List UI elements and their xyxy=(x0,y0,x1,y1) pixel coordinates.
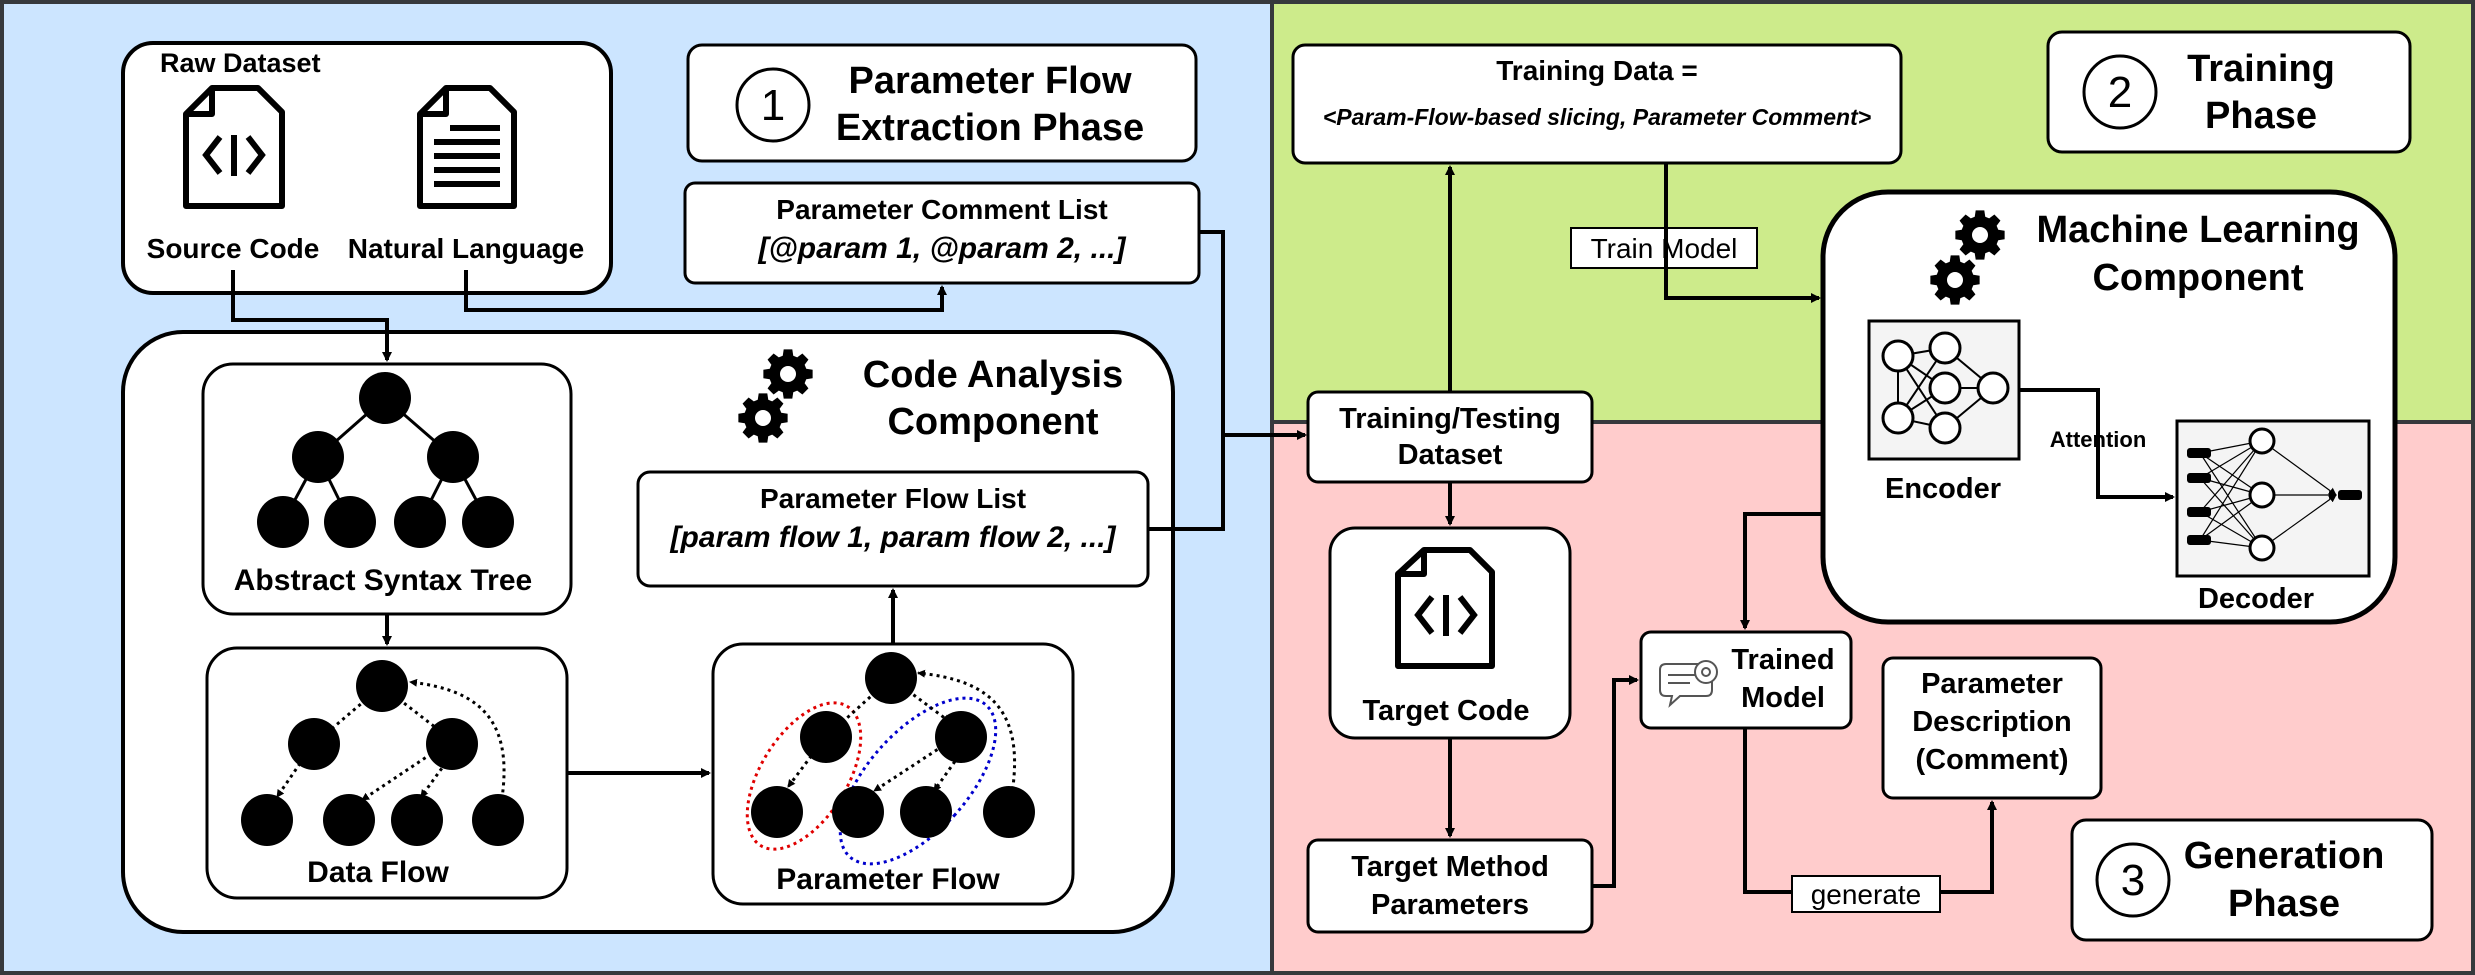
phase3-title-line2: Phase xyxy=(2228,883,2340,925)
phase2-title-box: 2 Training Phase xyxy=(2046,30,2412,154)
data-flow-label: Data Flow xyxy=(307,856,449,889)
phase2-number: 2 xyxy=(2108,68,2132,117)
target-method-line1: Target Method xyxy=(1351,851,1549,883)
phase2-connectors xyxy=(1445,163,2175,502)
natural-language-label: Natural Language xyxy=(348,233,584,264)
phase1-connectors xyxy=(231,230,1307,778)
generate-label-box: generate xyxy=(1791,875,1941,913)
target-code-box: Target Code xyxy=(1328,526,1572,740)
parameter-description-box: Parameter Description (Comment) xyxy=(1881,656,2103,800)
param-desc-line1: Parameter xyxy=(1921,668,2063,700)
training-testing-dataset-box: Training/Testing Dataset xyxy=(1306,390,1594,484)
parameter-comment-list-title: Parameter Comment List xyxy=(776,194,1107,225)
text-document-icon xyxy=(417,85,517,209)
dataset-line1: Training/Testing xyxy=(1339,403,1561,435)
parameter-flow-list-items: [param flow 1, param flow 2, ...] xyxy=(669,521,1116,554)
parameter-flow-list-box: Parameter Flow List [param flow 1, param… xyxy=(636,470,1150,588)
decoder-neural-network-icon xyxy=(2175,419,2371,578)
encoder-label: Encoder xyxy=(1885,473,2001,505)
gear-icon xyxy=(763,349,813,399)
parameter-flow-box: Parameter Flow xyxy=(711,642,1075,906)
parameter-comment-list-items: [@param 1, @param 2, ...] xyxy=(758,232,1127,265)
param-desc-line2: Description xyxy=(1912,706,2072,738)
phase1-title-box: 1 Parameter Flow Extraction Phase xyxy=(686,43,1198,163)
target-method-parameters-box: Target Method Parameters xyxy=(1306,838,1594,934)
target-method-line2: Parameters xyxy=(1371,889,1529,921)
parameter-flow-label: Parameter Flow xyxy=(776,863,1000,896)
training-data-box: Training Data = <Param-Flow-based slicin… xyxy=(1291,43,1903,165)
ml-component-box: Machine Learning Component Encoder xyxy=(1820,189,2398,625)
raw-dataset-box: Raw Dataset Source Code Natural Language xyxy=(121,41,613,295)
trained-model-line2: Model xyxy=(1741,682,1825,714)
code-file-icon xyxy=(1395,547,1495,669)
training-data-items: <Param-Flow-based slicing, Parameter Com… xyxy=(1323,104,1871,130)
ast-label: Abstract Syntax Tree xyxy=(234,564,532,597)
phase2-title-line1: Training xyxy=(2187,48,2335,90)
data-flow-box: Data Flow xyxy=(205,646,569,900)
dataset-line2: Dataset xyxy=(1398,439,1503,471)
trained-model-box: Trained Model xyxy=(1639,630,1853,730)
phase1-title-line2: Extraction Phase xyxy=(836,107,1144,149)
ml-component-title-line1: Machine Learning xyxy=(2036,209,2359,251)
param-slice-blue-ellipse xyxy=(838,696,998,866)
code-analysis-title-line1: Code Analysis xyxy=(863,354,1123,396)
decoder-label: Decoder xyxy=(2198,583,2314,615)
phase3-number: 3 xyxy=(2121,856,2145,905)
phase1-number: 1 xyxy=(761,81,785,130)
code-analysis-title-line2: Component xyxy=(887,401,1098,443)
parameter-comment-list-box: Parameter Comment List [@param 1, @param… xyxy=(683,181,1201,285)
chat-gear-icon xyxy=(1659,660,1718,708)
phase2-title-line2: Phase xyxy=(2205,95,2317,137)
phase3-title-box: 3 Generation Phase xyxy=(2070,818,2434,942)
encoder-neural-network-icon xyxy=(1867,319,2021,461)
gear-icon xyxy=(1930,255,1980,305)
target-code-label: Target Code xyxy=(1362,695,1529,727)
ml-component-title-line2: Component xyxy=(2092,257,2303,299)
code-file-icon xyxy=(183,85,285,209)
source-code-label: Source Code xyxy=(147,233,320,264)
gear-icon xyxy=(738,393,788,443)
phase1-title-line1: Parameter Flow xyxy=(849,60,1132,102)
trained-model-line1: Trained xyxy=(1731,644,1834,676)
abstract-syntax-tree-box: Abstract Syntax Tree xyxy=(201,362,573,616)
phase3-title-line1: Generation xyxy=(2184,835,2385,877)
parameter-flow-list-title: Parameter Flow List xyxy=(760,483,1026,514)
raw-dataset-title: Raw Dataset xyxy=(160,48,321,78)
param-desc-line3: (Comment) xyxy=(1915,744,2068,776)
gear-icon xyxy=(1955,210,2005,260)
training-data-title: Training Data = xyxy=(1496,55,1698,86)
generate-label: generate xyxy=(1811,879,1922,910)
